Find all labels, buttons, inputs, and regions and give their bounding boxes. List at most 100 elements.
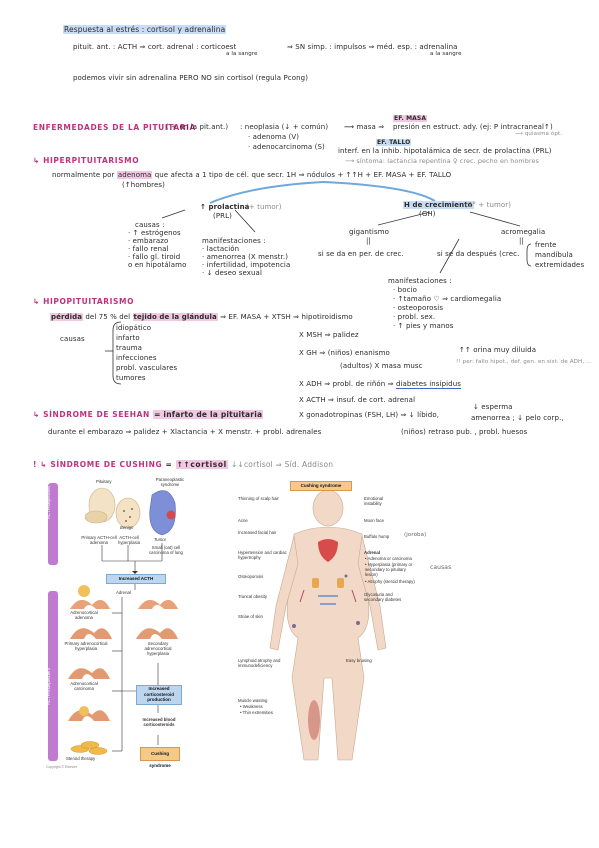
manif-2: · infertilidad, impotencia: [202, 261, 291, 269]
joroba-note: (joroba): [404, 532, 427, 538]
hipo-causa-2: trauma: [116, 344, 143, 352]
prolactina-tumor: (+ tumor): [246, 203, 282, 211]
body-left-5: Truncal obesity: [238, 594, 267, 599]
hipo-causa-1: infarto: [116, 334, 140, 342]
sheehan-line: durante el embarazo ⇒ palidez + Xlactanc…: [48, 428, 322, 436]
manif-0: · lactación: [202, 245, 240, 253]
causa-3: · fallo gl. tiroid: [128, 253, 181, 261]
tejido-highlight: tejido de la glándula: [132, 313, 218, 321]
stress-title: Respuesta al estrés : cortisol y adrenal…: [63, 25, 227, 34]
manif2-4: · ↑ pies y manos: [393, 322, 454, 330]
stress-line-1a: pituit. ant. : ACTH ⇒ cort. adrenal : co…: [73, 43, 237, 51]
acromegalia: acromegalia: [501, 228, 546, 236]
ef-masa-label: EF. MASA: [393, 115, 428, 122]
gh-tumor: (2° + tumor): [465, 201, 512, 209]
body-left-2: Increased facial hair: [238, 530, 277, 535]
hipo-heading: ↳ HIPOPITUITARISMO: [33, 297, 135, 306]
adenoma-highlight: adenoma: [116, 171, 153, 179]
box-increased-corticosteroid: Increased corticosteroid production: [136, 685, 182, 705]
manif2-3: · probl. sex.: [393, 313, 436, 321]
label-steroid-therapy: Steroid therapy: [66, 756, 96, 761]
body-right-6: • Atrophy (steroid therapy): [365, 579, 415, 584]
hipo-causa-4: probl. vasculares: [116, 364, 178, 372]
cushing-heading: ! ↳ SÍNDROME DE CUSHING = ↑↑cortisol ↓↓c…: [33, 460, 334, 469]
manif2-1: · ↑tamaño ♡ ⇒ cardiomegalia: [393, 295, 502, 303]
cushing-syndrome-body-figure: Cushing syndrome Thinning of scalp hair …: [234, 478, 554, 768]
hipo-causas-title: causas: [60, 335, 85, 343]
body-title: Cushing syndrome: [290, 481, 352, 491]
figure-left-art: [48, 483, 178, 761]
presion: presión en estruct. ady. (ej: P intracra…: [393, 123, 553, 131]
body-left-8: Muscle wasting: [238, 698, 268, 703]
sheehan-def: = infarto de la pituitaria: [153, 410, 264, 419]
label-adrenocortical-carcinoma: Adrenocortical carcinoma: [70, 681, 98, 691]
body-right-8: Easy bruising: [346, 658, 372, 663]
label-adrenocortical-adenoma: Adrenocortical adenoma: [70, 610, 98, 620]
label-secondary-hyperplasia: Secondary adrenocortical hyperplasia: [144, 641, 172, 656]
label-acth-independent: ACTH-independent: [46, 668, 51, 705]
causa-4: o en hipotálamo: [128, 261, 187, 269]
body-right-2: Buffalo hump: [364, 534, 390, 539]
stress-line-1b: a la sangre: [226, 51, 258, 57]
hipo-causa-0: idiopático: [116, 324, 152, 332]
hipo-causa-5: tumores: [116, 374, 146, 382]
body-left-6: Striae of skin: [238, 614, 263, 619]
causas-title: causas :: [135, 221, 165, 229]
figure-right-art: [269, 489, 387, 761]
label-primary-acth-adenoma: Primary ACTH-cell adenoma: [81, 535, 117, 545]
causa-1: · embarazo: [128, 237, 169, 245]
causa-0: · ↑ estrógenos: [128, 229, 181, 237]
label-pituitary: Pituitary: [96, 479, 112, 484]
cushing-cortisol: ↑↑cortisol: [175, 460, 228, 469]
label-tumor: Tumor: [154, 537, 167, 542]
stress-line-1c: ⇒ SN simp. : impulsos ⇒ méd. esp. : adre…: [287, 43, 458, 51]
stress-line-2: podemos vivir sin adrenalina PERO NO sin…: [73, 74, 309, 82]
label-paraneoplastic: Paraneoplastic syndrome: [155, 477, 185, 487]
acth-hipo: X ACTH ⇒ insuf. de cort. adrenal: [299, 396, 416, 404]
gigantismo: gigantismo: [349, 228, 389, 236]
gh-label: H de crecimiento: [403, 201, 474, 209]
perdida-highlight: pérdida: [50, 313, 84, 321]
label-oat-cell: Small (oat) cell carcinoma of lung: [149, 545, 183, 555]
causa-2: · fallo renal: [128, 245, 169, 253]
body-left-9: • Weakness: [240, 704, 263, 709]
body-right-1: Moon face: [364, 518, 385, 523]
gh-hipo: X GH ⇒ (niños) enanismo: [299, 349, 390, 357]
label-acth-dependent: ACTH-dependent: [46, 485, 51, 519]
manif-1: · amenorrea (X menstr.): [202, 253, 289, 261]
mandibula: mandíbula: [535, 251, 573, 259]
hipo-causa-3: infecciones: [116, 354, 157, 362]
manif2-0: · bocio: [393, 286, 417, 294]
frente: frente: [535, 241, 557, 249]
pituitary-heading-note: ( + en la pit.ant.): [166, 123, 229, 131]
body-left-1: Acne: [238, 518, 248, 523]
label-primary-hyperplasia: Primary adrenocortical hyperplasia: [64, 641, 108, 651]
label-increased-blood-corticosteroids: Increased blood corticosteroids: [142, 717, 176, 727]
interf: interf. en la inhib. hipotalámica de sec…: [338, 147, 552, 155]
manif-title: manifestaciones :: [202, 237, 266, 245]
sheehan-heading: ↳ SÍNDROME DE SEEHAN = infarto de la pit…: [33, 410, 264, 419]
extremidades: extremidades: [535, 261, 585, 269]
gonadotropinas: X gonadotropinas (FSH, LH) ⇒ ↓ líbido,: [299, 411, 440, 419]
adenocarcinoma: · adenocarcinoma (S): [248, 143, 325, 151]
hipo-line: pérdida del 75 % del tejido de la glándu…: [50, 313, 353, 321]
diabetes-insipidus: diabetes insípidus: [395, 380, 461, 389]
stress-title-text: Respuesta al estrés : cortisol y adrenal…: [63, 25, 227, 34]
hiper-heading: ↳ HIPERPITUITARISMO: [33, 156, 140, 165]
label-adrenal: Adrenal: [116, 590, 131, 595]
gh-adultos: (adultos) X masa musc: [340, 362, 423, 370]
hiper-line: normalmente por adenoma que afecta a 1 t…: [52, 171, 452, 179]
body-right-5: • Hyperplasia (primary or secondary to p…: [365, 562, 413, 577]
causas-note: causas: [430, 564, 452, 571]
ef-tallo-label: EF. TALLO: [376, 139, 412, 146]
body-right-4: • Adenoma or carcinoma: [365, 556, 412, 561]
body-left-0: Thinning of scalp hair: [238, 496, 279, 501]
body-left-10: • Thin extremities: [240, 710, 273, 715]
prolactina: ↑ prolactina: [200, 203, 250, 211]
figure-credit: Copyright © Elsevier: [46, 765, 77, 769]
cushing-alt: ↓↓cortisol ⇒ Síd. Addison: [231, 460, 334, 469]
box-increased-acth: Increased ACTH: [106, 574, 166, 584]
gigantismo-def: si se da en per. de crec.: [318, 250, 404, 258]
masa-arrow: ⟿ masa ⇒: [344, 123, 385, 131]
orina-note: !! per: fallo hipot., def. gen. en sist.…: [456, 359, 592, 365]
